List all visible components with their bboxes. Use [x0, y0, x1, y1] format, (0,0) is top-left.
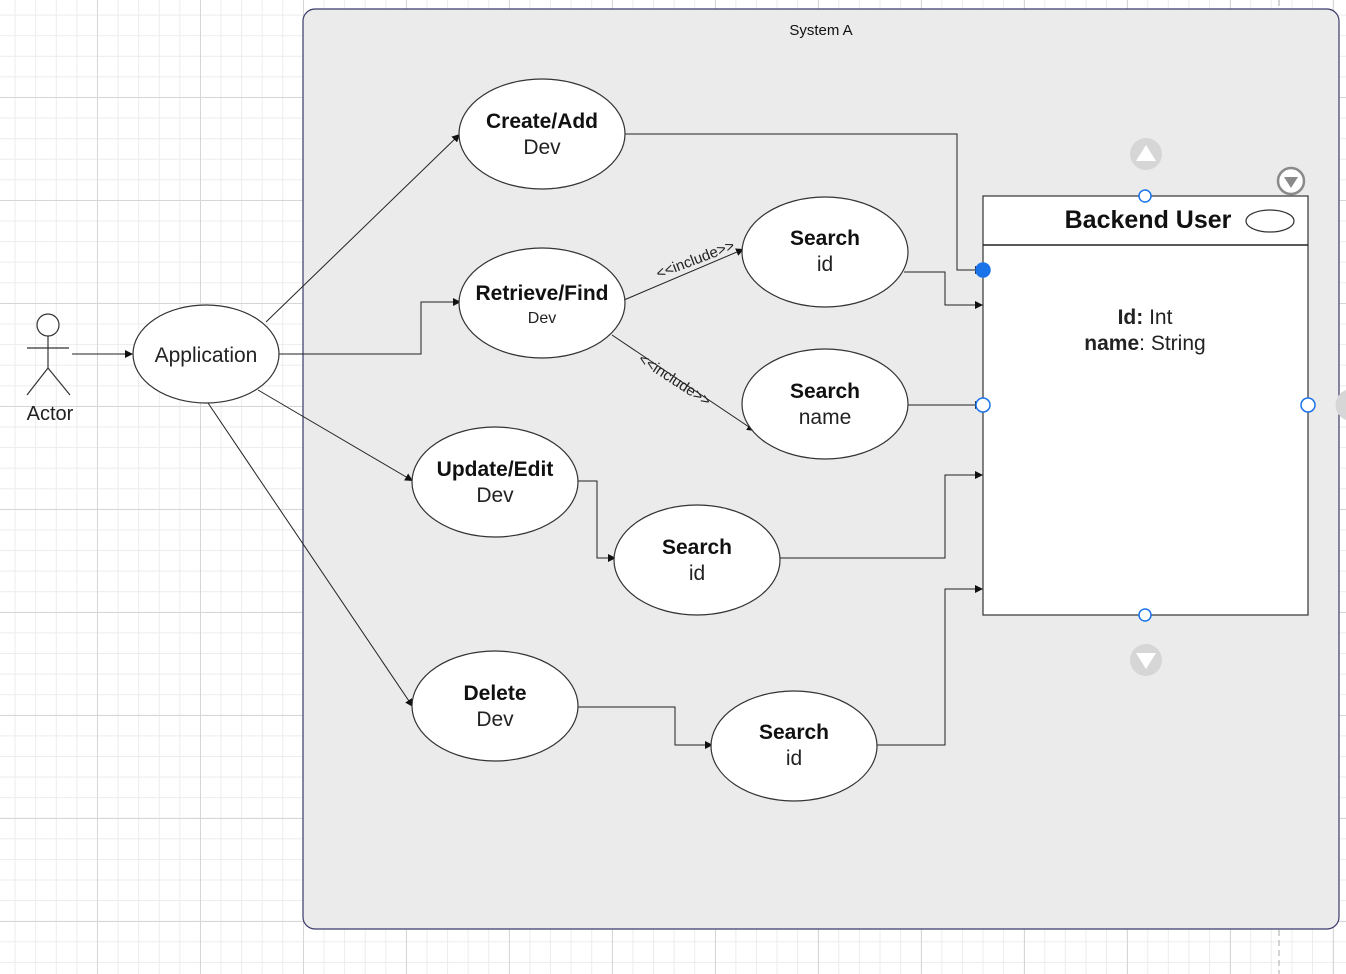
entity-body	[982, 195, 1309, 616]
use-case-search-id-1[interactable]: Search id	[741, 196, 909, 308]
use-case-search-name-title: Search	[790, 380, 860, 403]
edge-application-update[interactable]	[257, 389, 414, 482]
use-case-delete[interactable]: Delete Dev	[411, 650, 579, 762]
use-case-retrieve[interactable]: Retrieve/Find Dev	[458, 247, 626, 359]
use-case-search-id-1-title: Search	[790, 227, 860, 250]
entity-attr-2-type: : String	[1139, 332, 1206, 355]
resize-handle-top[interactable]	[1138, 189, 1152, 203]
edge-delete-search-id[interactable]	[578, 706, 713, 749]
use-case-update[interactable]: Update/Edit Dev	[411, 426, 579, 538]
use-case-create[interactable]: Create/Add Dev	[458, 78, 626, 190]
use-case-search-id-2-sub: id	[689, 562, 705, 585]
actor[interactable]: Actor	[26, 313, 74, 425]
actor-head	[36, 313, 60, 337]
entity-backend-user[interactable]: Backend User Id: Int name: String	[982, 195, 1309, 616]
entity-attr-1: Id: Int	[1118, 306, 1173, 329]
actor-right-leg	[47, 367, 71, 396]
hover-arrow-right-icon[interactable]	[1335, 390, 1346, 420]
edge-application-retrieve[interactable]	[279, 298, 461, 355]
edge-create-backend[interactable]	[624, 133, 983, 274]
edge-retrieve-search-name[interactable]	[611, 334, 756, 432]
edge-update-search-backend[interactable]	[779, 471, 983, 559]
use-case-search-id-3-title: Search	[759, 721, 829, 744]
entity-stereotype-icon	[1245, 209, 1295, 233]
use-case-retrieve-sub: Dev	[528, 310, 556, 327]
shape-menu-dropdown-icon[interactable]	[1276, 166, 1306, 196]
edge-update-search-id[interactable]	[578, 480, 616, 562]
actor-left-leg	[26, 367, 49, 396]
entity-attr-1-name: Id:	[1118, 306, 1144, 329]
use-case-update-sub: Dev	[476, 484, 514, 507]
edge-delete-search-backend[interactable]	[876, 585, 983, 746]
resize-handle-left[interactable]	[975, 397, 991, 413]
selection-handles[interactable]	[975, 189, 1316, 622]
edge-application-delete[interactable]	[207, 402, 414, 708]
use-case-delete-title: Delete	[463, 682, 526, 705]
entity-attr-1-type: Int	[1143, 306, 1172, 329]
connectors	[72, 133, 983, 749]
entity-title: Backend User	[1065, 206, 1232, 234]
actor-label: Actor	[27, 403, 74, 425]
edge-search-id-backend[interactable]	[904, 271, 983, 309]
use-case-search-id-2[interactable]: Search id	[613, 504, 781, 616]
use-case-search-id-3[interactable]: Search id	[710, 690, 878, 802]
use-case-delete-sub: Dev	[476, 708, 514, 731]
use-case-create-title: Create/Add	[486, 110, 598, 133]
hover-arrow-up-icon[interactable]	[1130, 138, 1162, 170]
use-case-application[interactable]: Application	[132, 304, 280, 404]
resize-handle-right[interactable]	[1300, 397, 1316, 413]
entity-attr-2: name: String	[1084, 332, 1205, 355]
use-case-search-name-sub: name	[799, 406, 852, 429]
resize-handle-bottom[interactable]	[1138, 608, 1152, 622]
use-case-search-id-3-sub: id	[786, 747, 802, 770]
use-case-search-id-1-sub: id	[817, 253, 833, 276]
system-title: System A	[789, 22, 852, 39]
use-case-search-name[interactable]: Search name	[741, 348, 909, 460]
use-case-search-id-2-title: Search	[662, 536, 732, 559]
hover-arrow-down-icon[interactable]	[1130, 644, 1162, 676]
use-case-application-label: Application	[155, 344, 258, 367]
connection-point-active[interactable]	[975, 262, 991, 278]
edge-retrieve-search-id[interactable]	[623, 248, 745, 301]
edge-application-create[interactable]	[265, 133, 461, 323]
use-case-update-title: Update/Edit	[437, 458, 554, 481]
use-case-create-sub: Dev	[523, 136, 561, 159]
use-case-retrieve-title: Retrieve/Find	[475, 282, 608, 305]
entity-attr-2-name: name	[1084, 332, 1139, 355]
